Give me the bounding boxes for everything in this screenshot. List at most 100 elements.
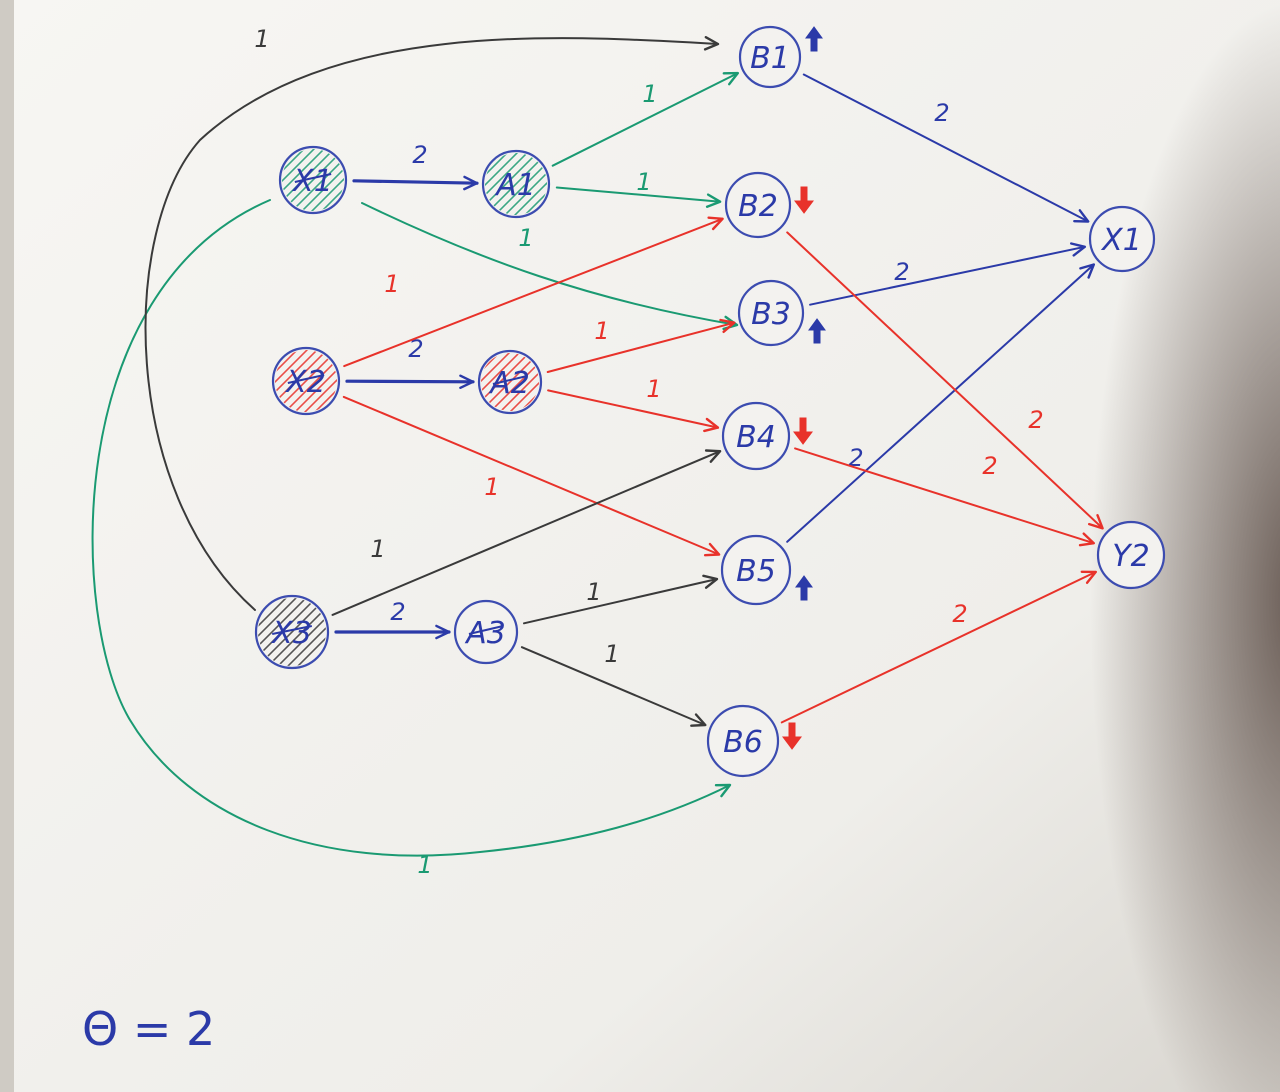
node-x1l: X1 [278,145,348,215]
arrow-down-icon [794,186,814,214]
node-x3l: X3 [254,594,330,670]
paper-shadow [900,0,1280,1092]
node-strike [287,374,325,384]
edge-line [523,578,718,625]
edge-a3-b6: 1 [520,640,707,727]
node-b2: B2 [724,171,792,239]
edge-line [343,217,724,368]
arrowhead [1080,570,1097,584]
edge-weight-label: 1 [518,224,533,252]
edge-x2-a2: 2 [345,335,475,389]
arrowhead [1078,532,1095,547]
edge-x3-b4: 1 [331,449,722,616]
arrowhead [1088,514,1104,530]
edge-weight-label: 1 [604,640,619,668]
arrowhead [705,193,722,208]
arrow-up-icon [795,575,813,601]
arrow-down-icon [793,417,813,445]
annotation-layer: Θ = 2 [82,1002,215,1056]
edge-line [794,447,1095,545]
edge-b5-y1: 2 [786,263,1095,543]
edge-line [520,646,707,726]
edge-line [547,389,719,429]
arrowhead [1073,209,1090,223]
edge-line [555,186,722,203]
arrowhead [435,624,451,640]
edge-weight-label: 1 [646,375,661,403]
arrowhead [722,71,739,86]
edge-x1-a1: 2 [352,141,479,191]
arrowhead [690,713,707,727]
node-circle [453,599,519,665]
edge-b2-y2: 2 [786,231,1104,530]
edge-weight-label: 1 [642,80,657,108]
node-label: B4 [736,420,776,455]
edge-line [786,231,1104,530]
edge-line [352,179,479,185]
edge-line [802,73,1090,223]
node-b3: B3 [737,279,805,347]
edge-b1-y1: 2 [802,73,1090,223]
node-b1: B1 [738,25,802,89]
edge-line [546,321,736,373]
edge-a1-b2: 1 [555,168,722,208]
edge-a1-b1: 1 [551,71,739,167]
edge-weight-label: 2 [390,598,405,626]
edge-weight-label: 1 [417,851,432,879]
edge-weight-label: 1 [254,25,269,53]
arrowhead [719,318,736,333]
edge-weight-label: 2 [412,141,427,169]
edge-line [345,379,475,384]
node-strike [468,625,504,635]
node-circle [720,534,792,606]
node-x2l: X2 [271,346,341,416]
node-b6: B6 [706,704,780,778]
node-label: B6 [723,725,763,760]
node-strike [272,625,312,635]
edge-b3-y1: 2 [809,242,1086,306]
edge-line [331,450,722,616]
arrowhead [707,216,724,231]
edge-x1-b6: 1 [91,199,732,879]
edge-line [786,263,1095,543]
node-b5: B5 [720,534,792,606]
edge-x3-a3: 2 [334,598,451,640]
edge-x3-b1: 1 [144,25,720,611]
node-circle [706,704,780,778]
edge-line [551,72,739,167]
node-label: B2 [738,189,778,224]
edge-line [809,245,1086,306]
arrow-up-icon [808,318,826,344]
node-strike [294,173,332,183]
node-circle [1088,205,1156,273]
edge-weight-label: 2 [1028,406,1043,434]
arrowhead [704,449,722,463]
node-label: B3 [751,297,791,332]
arrowhead [459,374,475,389]
node-circle [721,401,791,471]
edge-line [144,37,719,611]
edge-x2-b5: 1 [342,395,721,557]
node-strike [492,375,528,385]
edge-a2-b4: 1 [547,375,720,433]
arrow-down-icon [782,722,802,750]
edge-weight-label: 2 [934,99,949,127]
arrowhead [1079,263,1095,279]
markers-layer [782,26,826,750]
edge-b6-y2: 2 [780,570,1097,724]
node-label: A1 [494,168,536,203]
edge-x2-b2: 1 [343,216,724,368]
edge-weight-label: 1 [594,317,609,345]
node-circle [738,25,802,89]
edge-a2-b3: 1 [546,317,736,373]
edge-b4-y2: 2 [794,447,1095,547]
edge-line [342,395,721,556]
edge-weight-label: 1 [586,578,601,606]
node-a3: A3 [453,599,519,665]
edge-weight-label: 1 [484,473,499,501]
node-label: B5 [736,554,776,589]
arrow-up-icon [805,26,823,52]
